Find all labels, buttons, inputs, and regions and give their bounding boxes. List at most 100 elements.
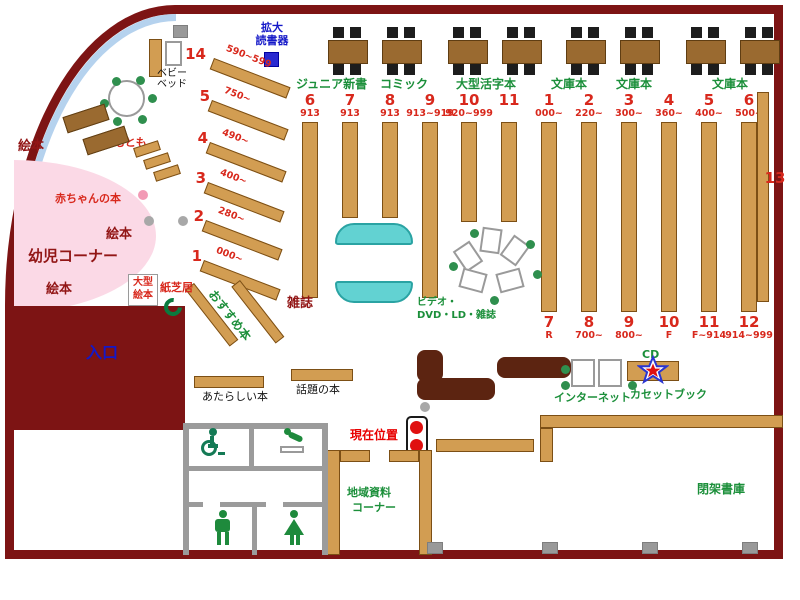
chair — [387, 64, 398, 75]
stack-number: 6 — [304, 91, 316, 109]
stack-range: R — [545, 330, 553, 341]
study-table — [328, 40, 368, 64]
chair — [745, 64, 756, 75]
large-picture-books-label-1: 大型 — [133, 277, 153, 288]
gray-stool — [178, 216, 188, 226]
chair-dot — [136, 76, 145, 85]
marker-dot — [410, 439, 423, 452]
chair — [642, 64, 653, 75]
chair — [642, 27, 653, 38]
internet-station — [598, 359, 622, 387]
diagonal-shelf-number: 1 — [191, 247, 202, 265]
local-shelf-top — [389, 450, 419, 462]
pillar — [542, 542, 558, 554]
chair — [470, 27, 481, 38]
chair — [571, 64, 582, 75]
study-table — [566, 40, 606, 64]
local-shelf-top — [340, 450, 370, 462]
current-location-marker — [406, 416, 428, 458]
bookshelf — [701, 122, 717, 312]
wall — [283, 502, 325, 507]
stack-range: 700~ — [575, 330, 603, 341]
chair — [708, 27, 719, 38]
stack-range: 913 — [340, 108, 360, 119]
stack-range: 913~919 — [406, 108, 454, 119]
section-bunko-3: 文庫本 — [712, 77, 749, 91]
chair-dot — [526, 240, 535, 249]
local-shelf-left — [327, 450, 340, 555]
local-materials-label-2: コーナー — [352, 501, 396, 514]
magazine-bench — [335, 223, 413, 245]
stack-number: 5 — [703, 91, 715, 109]
counter — [417, 350, 443, 382]
bookshelf — [581, 122, 597, 312]
chair-dot — [533, 270, 542, 279]
section-bunko-1: 文庫本 — [551, 77, 588, 91]
chair — [691, 27, 702, 38]
stack-range: 220~ — [575, 108, 603, 119]
chair — [588, 64, 599, 75]
large-picture-books-box — [128, 274, 158, 306]
stack-range: 000~ — [535, 108, 563, 119]
stack-range: 360~ — [655, 108, 683, 119]
chair — [588, 27, 599, 38]
chair — [404, 27, 415, 38]
stack-number: 8 — [384, 91, 396, 109]
chair-dot — [113, 117, 122, 126]
bookshelf — [342, 122, 358, 218]
chair — [571, 27, 582, 38]
magnifier-label-2: 読書器 — [255, 34, 289, 47]
chair-dot — [449, 262, 458, 271]
chair-dot — [470, 229, 479, 238]
video-label-1: ビデオ・ — [417, 297, 457, 308]
stack-range: 400~ — [695, 108, 723, 119]
stack-number: 4 — [663, 91, 675, 109]
chair-dot — [490, 296, 499, 305]
stack-number: 9 — [623, 313, 635, 331]
stack-range: 300~ — [615, 108, 643, 119]
infant-corner-label: 幼児コーナー — [28, 247, 119, 265]
chair — [453, 27, 464, 38]
chair — [691, 64, 702, 75]
chair — [470, 64, 481, 75]
magazines-label: 雑誌 — [287, 296, 314, 311]
stack-number-13: 13 — [764, 169, 786, 187]
picture-books-label-2: 絵本 — [106, 227, 133, 242]
chair-dot — [628, 381, 637, 390]
chair — [453, 64, 464, 75]
round-table — [108, 80, 145, 117]
baby-bed-icon — [165, 41, 182, 66]
bookshelf — [382, 122, 398, 218]
section-comics: コミック — [380, 77, 429, 91]
baby-bed-label-1: ベビー — [157, 68, 187, 79]
chair — [350, 27, 361, 38]
section-bunko-2: 文庫本 — [616, 77, 653, 91]
chair — [350, 64, 361, 75]
stack-number: 11 — [698, 313, 720, 331]
baby-changing-icon — [278, 428, 308, 456]
stack-number: 10 — [458, 91, 480, 109]
stack-number: 9 — [424, 91, 436, 109]
study-table — [620, 40, 660, 64]
chair-dot — [561, 381, 570, 390]
chair-dot — [112, 77, 121, 86]
chair — [625, 64, 636, 75]
stack-number: 1 — [543, 91, 555, 109]
bookshelf — [501, 122, 517, 222]
magnifier-label-1: 拡大 — [261, 21, 283, 34]
stack-number: 2 — [583, 91, 595, 109]
wall — [249, 423, 254, 471]
mid-shelf — [436, 439, 534, 452]
cassette-label: カセットブック — [630, 388, 707, 401]
cd-label: CD — [642, 348, 660, 361]
shelf-stub — [540, 428, 553, 462]
marker-dot — [410, 421, 423, 434]
long-shelf — [540, 415, 783, 428]
diagonal-shelf-number: 14 — [185, 45, 206, 63]
kamishibai-label: 紙芝居 — [160, 281, 193, 294]
magnifier-device-icon — [264, 52, 279, 67]
chair — [333, 27, 344, 38]
internet-label: インターネット — [554, 391, 631, 404]
wall — [183, 429, 189, 555]
wall — [183, 466, 325, 471]
